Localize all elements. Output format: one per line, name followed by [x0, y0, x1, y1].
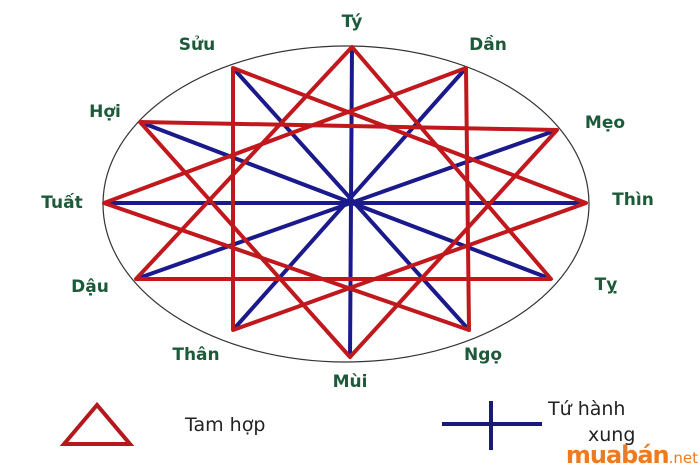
- watermark-suffix: .net: [668, 449, 698, 467]
- branch-label-suu: Sửu: [178, 35, 216, 55]
- branch-label-ty: Tý: [341, 12, 363, 32]
- xung-line-ty-hoi: [231, 66, 471, 332]
- legend-tu-hanh-xung-label-line2: xung: [588, 424, 636, 446]
- tam-hop-triangle-ty-thin-than: [134, 45, 553, 281]
- branch-label-dan: Dần: [469, 35, 507, 55]
- branch-label-meo: Mẹo: [584, 113, 626, 133]
- tam-hop-triangle-suu-ty-dau: [102, 66, 471, 332]
- tam-hop-triangle-meo-mui-hoi: [231, 66, 588, 332]
- watermark-logo: muabán.net: [566, 443, 698, 469]
- branch-label-thin: Thìn: [612, 190, 654, 210]
- legend-triangle-icon: [59, 401, 135, 446]
- branch-label-ngo: Ngọ: [463, 345, 503, 365]
- branch-label-tuat: Tuất: [41, 193, 83, 213]
- branch-label-dau: Dậu: [71, 277, 109, 297]
- tam-hop-triangle-dan-ngo-tuat: [138, 120, 559, 359]
- watermark-brand: muabán: [565, 441, 670, 469]
- branch-label-mui: Mùi: [332, 372, 368, 392]
- branch-label-than: Thân: [172, 345, 220, 365]
- branch-label-ty: Tỵ: [594, 275, 618, 295]
- branch-label-hoi: Hợi: [89, 102, 121, 122]
- legend-tu-hanh-xung-label-line1: Tứ hành: [548, 398, 626, 420]
- legend-tam-hop-label: Tam hợp: [185, 414, 266, 436]
- xung-line-thin-tuat: [139, 120, 552, 281]
